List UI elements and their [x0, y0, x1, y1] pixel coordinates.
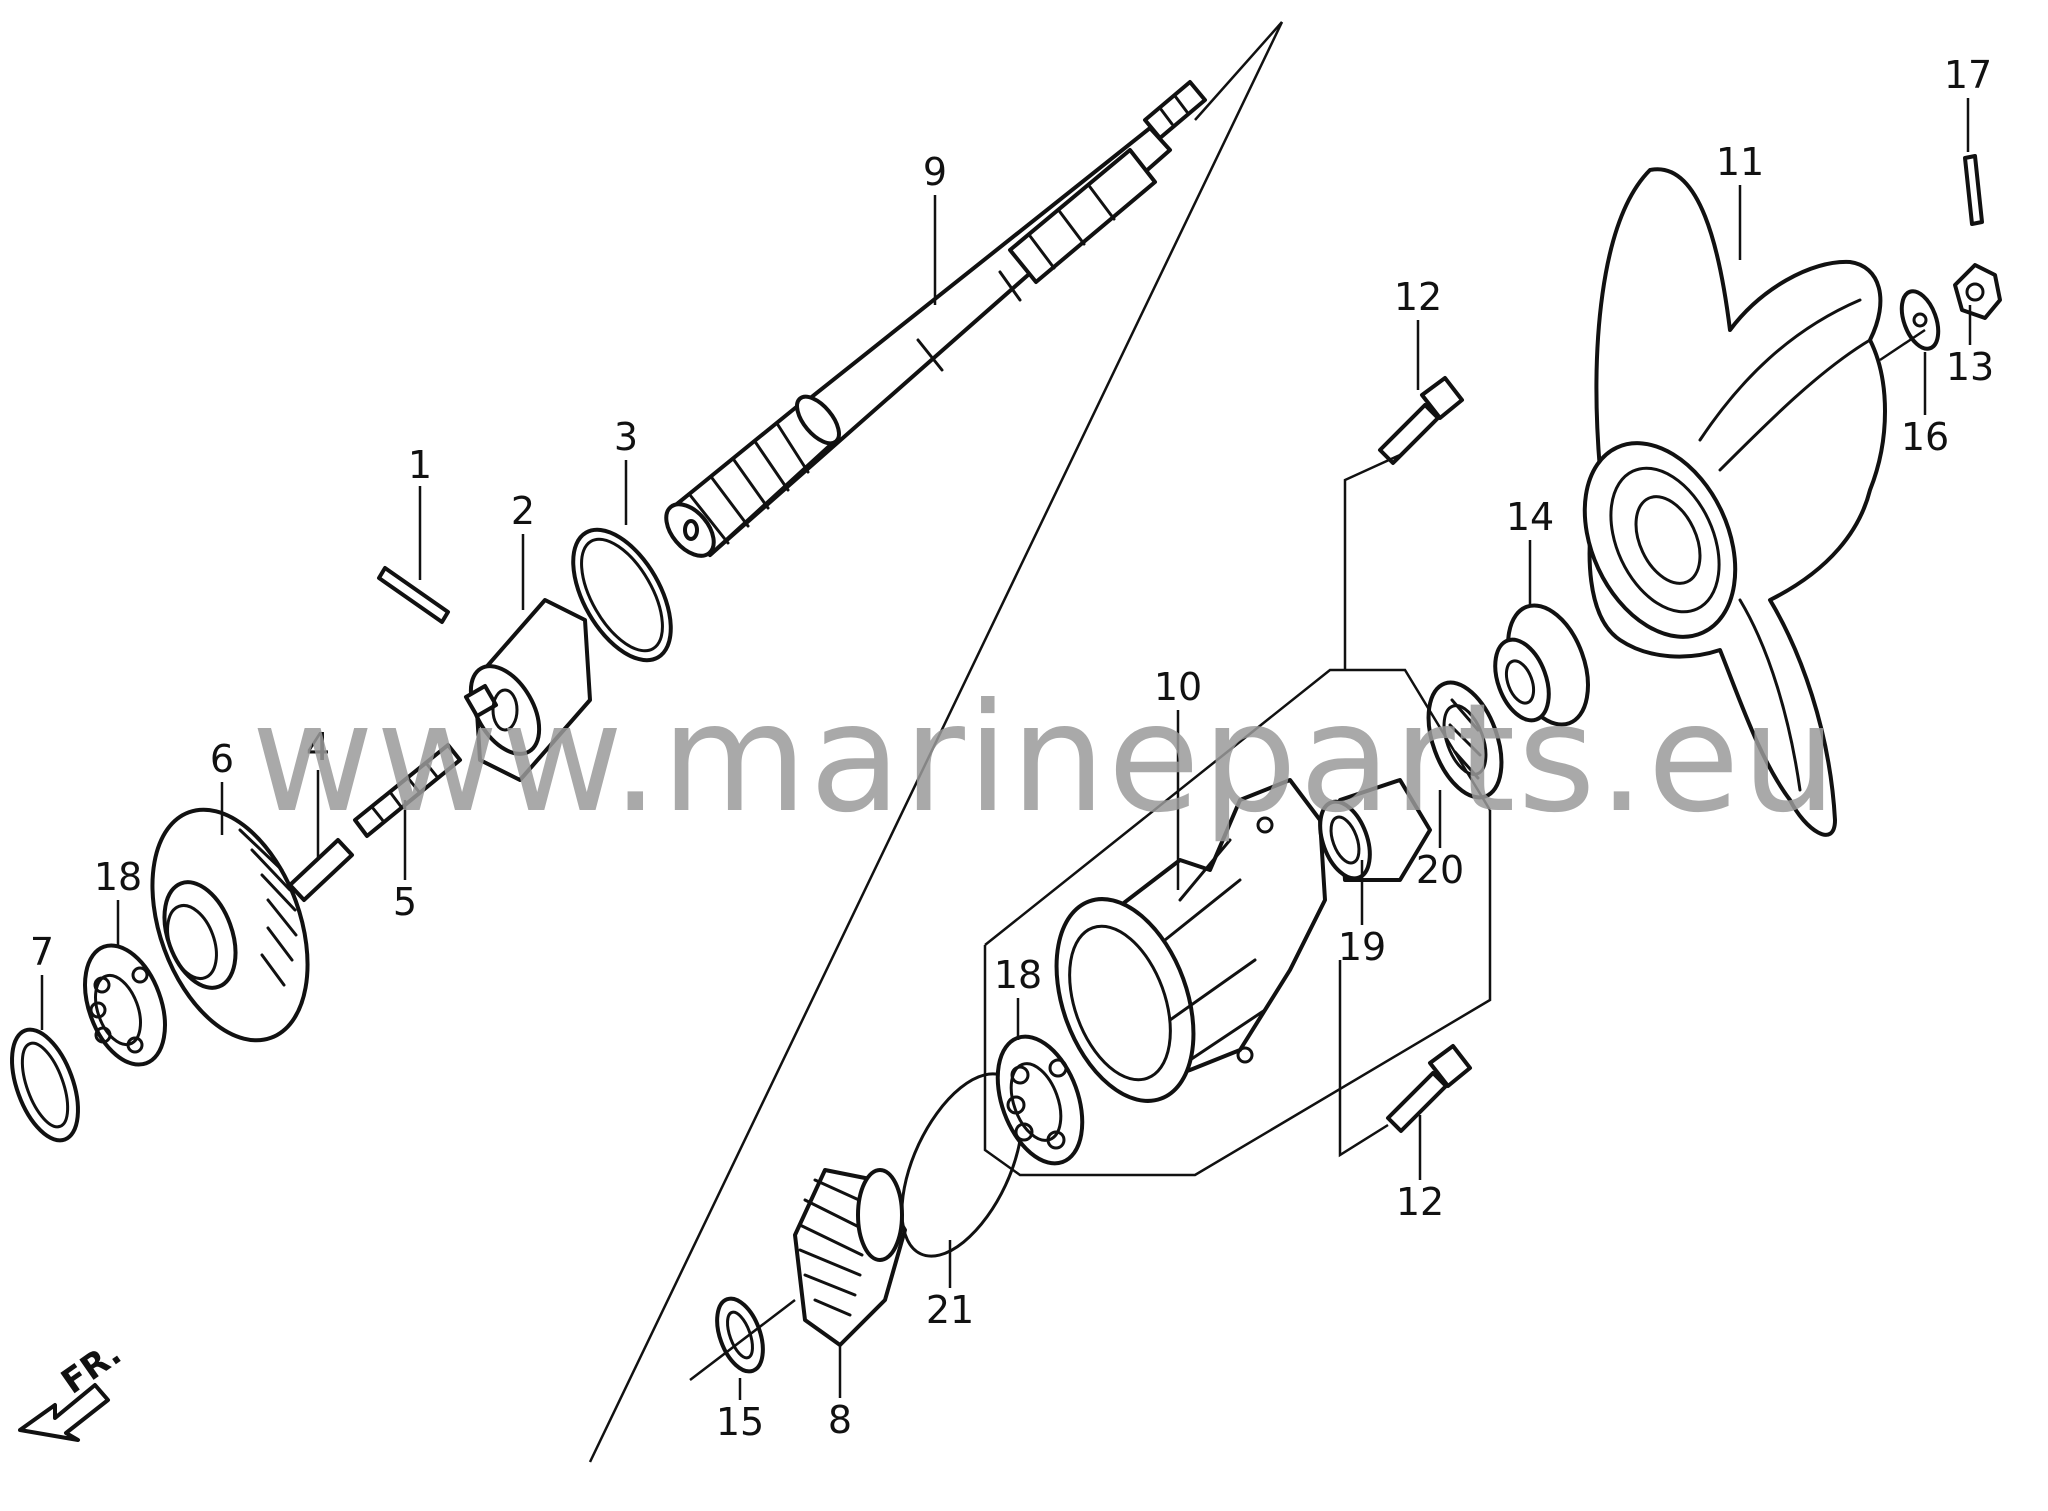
shear-pin [377, 566, 450, 624]
cotter-pin [1963, 154, 1984, 226]
propeller-spacer [1493, 603, 1590, 727]
callout-19: 19 [1338, 925, 1386, 969]
callout-18-left: 18 [94, 855, 142, 899]
callout-8: 8 [828, 1398, 852, 1442]
callout-7: 7 [30, 930, 54, 974]
front-direction-arrow: FR. [18, 1333, 129, 1442]
callout-1: 1 [408, 443, 432, 487]
propeller-shaft [664, 80, 1207, 558]
callout-4: 4 [306, 725, 330, 769]
callout-20: 20 [1416, 848, 1464, 892]
leader-lines [40, 98, 1972, 1400]
callout-10: 10 [1154, 665, 1202, 709]
callout-13: 13 [1946, 345, 1994, 389]
callout-17: 17 [1944, 53, 1992, 97]
callout-11: 11 [1716, 140, 1764, 184]
callout-3: 3 [614, 415, 638, 459]
callout-9: 9 [923, 150, 947, 194]
callout-12-top: 12 [1394, 275, 1442, 319]
callout-21: 21 [926, 1288, 974, 1332]
leader-15-to-8 [689, 1299, 796, 1381]
thrust-hub [463, 598, 592, 782]
bearing-holder [1054, 778, 1327, 1103]
ball-bearing-left [83, 943, 167, 1067]
fr-label: FR. [54, 1333, 129, 1402]
callout-5: 5 [393, 880, 417, 924]
watermark-text: www.marineparts.eu [251, 672, 1839, 846]
assembly-frame-line [1194, 21, 1283, 121]
castle-nut [1953, 263, 2002, 320]
callout-15: 15 [716, 1400, 764, 1444]
callout-18-right: 18 [994, 953, 1042, 997]
callout-6: 6 [210, 737, 234, 781]
assembly-bracket [983, 453, 1492, 1177]
washer [10, 1027, 80, 1143]
reverse-bevel-gear [793, 1168, 907, 1347]
callout-12-bottom: 12 [1396, 1180, 1444, 1224]
spring [353, 743, 462, 838]
forward-gear [150, 807, 310, 1043]
bolt-bottom [1386, 1044, 1472, 1133]
callout-14: 14 [1506, 495, 1554, 539]
pin [288, 838, 354, 902]
propeller-washer [1899, 289, 1941, 351]
callout-16: 16 [1901, 415, 1949, 459]
callout-2: 2 [511, 489, 535, 533]
assembly-frame-line [588, 21, 1284, 1463]
bolt-top [1378, 376, 1464, 465]
thrust-ring [571, 527, 673, 663]
thrust-washer [715, 1296, 765, 1374]
needle-bearing [1318, 778, 1432, 882]
propeller [1582, 167, 1887, 837]
oil-seal [1426, 680, 1504, 800]
